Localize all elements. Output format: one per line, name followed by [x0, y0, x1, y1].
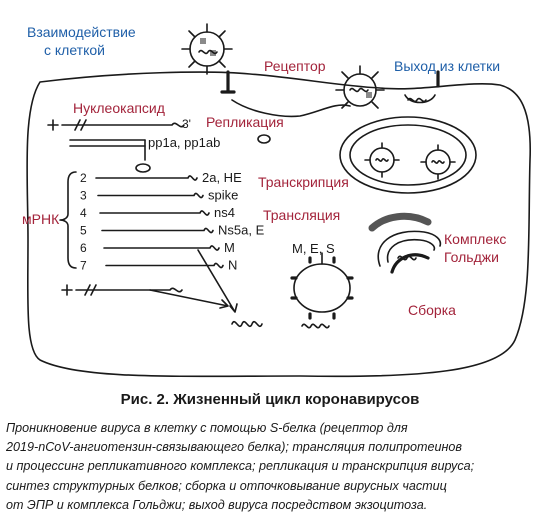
- caption-line: синтез структурных белков; сборка и отпо…: [6, 478, 447, 493]
- golgi-vesicle: [390, 253, 430, 274]
- strand-plus-sign: [61, 284, 73, 296]
- virus-spikes: [420, 144, 456, 180]
- golgi-cisterna-2: [386, 238, 436, 263]
- label-golgi-line1: Комплекс: [444, 231, 506, 247]
- cap-marks: [74, 119, 87, 131]
- mrna-strand: [105, 262, 224, 269]
- genomic-rna: [61, 122, 185, 128]
- label-nucleocapsid: Нуклеокапсид: [73, 100, 165, 116]
- genome-entry-path: [231, 99, 351, 118]
- mrna-number: 3: [80, 189, 87, 203]
- mrna-strand: [99, 210, 210, 216]
- mrna-strand: [103, 245, 220, 251]
- golgi-complex: [368, 212, 442, 274]
- virus-genome: [198, 49, 218, 55]
- label-interaction-line1: Взаимодействие: [27, 24, 136, 40]
- mrna-product-label: N: [228, 258, 237, 273]
- arrow-from-mrna: [197, 249, 238, 313]
- mrna-number: 6: [80, 241, 87, 255]
- mrna-set: 2 2a, HE 3 spike 4 ns4 5 Ns5a, E 6 M 7 N: [59, 170, 265, 273]
- virus-particle: [343, 73, 377, 107]
- mrna-number: 2: [80, 171, 87, 185]
- virus-at-receptor: [335, 65, 385, 109]
- virus-spikes: [364, 142, 400, 178]
- cap-marks: [84, 284, 97, 296]
- er-ring-spikes: [290, 256, 354, 320]
- virus-exiting: [404, 70, 440, 104]
- figure-caption-body: Проникновение вируса в клетку с помощью …: [6, 419, 536, 515]
- mrna-product-label: ns4: [214, 205, 235, 220]
- er-ring-outer: [293, 263, 351, 313]
- mrna-product-label: M: [224, 240, 235, 255]
- cell-membrane: [26, 71, 531, 378]
- label-translation: Трансляция: [263, 207, 340, 223]
- er-outer-membrane: [339, 116, 477, 194]
- mrna-number: 7: [80, 259, 87, 273]
- mrna-strand: [95, 175, 198, 181]
- label-replication: Репликация: [206, 114, 284, 130]
- arrow-to-assembly: [149, 289, 229, 309]
- replicase-complex: [135, 163, 151, 173]
- virus-spikes: [181, 23, 233, 75]
- label-interaction-line2: с клеткой: [44, 42, 105, 58]
- virus-spikes: [335, 65, 385, 109]
- replicase-complex: [257, 134, 271, 144]
- mrna-number: 5: [80, 224, 87, 238]
- mrna-strand: [97, 192, 204, 199]
- golgi-bud-coil: [397, 255, 417, 261]
- label-mrna: мРНК: [22, 211, 60, 227]
- label-assembly: Сборка: [408, 302, 456, 318]
- er-ring: [290, 252, 354, 329]
- virus-genome: [375, 158, 389, 162]
- caption-line: 2019-nCoV-ангиотензин-связывающего белка…: [6, 440, 462, 455]
- nucleocapsid-coil: [231, 320, 263, 328]
- new-genome: [61, 249, 263, 328]
- golgi-cisterna-3: [377, 230, 442, 267]
- label-mes: M, E, S: [292, 241, 335, 256]
- er-inner-membrane: [349, 124, 467, 186]
- er-vesicle: [339, 116, 477, 194]
- mrna-bracket: [59, 171, 77, 269]
- label-exit: Выход из клетки: [394, 58, 500, 74]
- receptor-anchor: [220, 70, 236, 94]
- virus-protein-marker: [200, 38, 206, 44]
- caption-line: Проникновение вируса в клетку с помощью …: [6, 421, 408, 435]
- exit-vesicle: [404, 94, 436, 104]
- virus-genome: [431, 160, 445, 164]
- label-receptor: Рецептор: [264, 58, 326, 74]
- mrna-number: 4: [80, 206, 87, 220]
- figure-caption-title: Рис. 2. Жизненный цикл коронавирусов: [120, 391, 420, 408]
- virus-genome: [407, 97, 427, 103]
- mrna-strands: 2 2a, HE 3 spike 4 ns4 5 Ns5a, E 6 M 7 N: [80, 170, 265, 273]
- label-polyproteins: pp1a, pp1ab: [148, 135, 220, 150]
- bud-coil: [301, 323, 330, 329]
- genome-strand: [47, 119, 271, 173]
- label-3prime: 3': [182, 117, 191, 131]
- label-golgi-line2: Гольджи: [444, 249, 499, 265]
- mrna-product-label: spike: [208, 188, 238, 203]
- caption-line: от ЭПР и комплекса Гольджи; выход вируса…: [6, 497, 428, 512]
- virus-genome: [349, 87, 369, 93]
- mrna-product-label: 2a, HE: [202, 170, 242, 185]
- mrna-product-label: Ns5a, E: [218, 223, 265, 238]
- new-genomic-rna: [75, 287, 183, 293]
- virus-entering: [181, 23, 236, 94]
- label-transcription: Транскрипция: [258, 174, 349, 190]
- golgi-cisterna-1: [368, 212, 432, 232]
- strand-plus-sign: [47, 119, 59, 131]
- mrna-strand: [101, 227, 214, 234]
- caption-line: и процессинг репликативного комплекса; р…: [6, 459, 475, 474]
- virus-protein-marker: [366, 92, 372, 98]
